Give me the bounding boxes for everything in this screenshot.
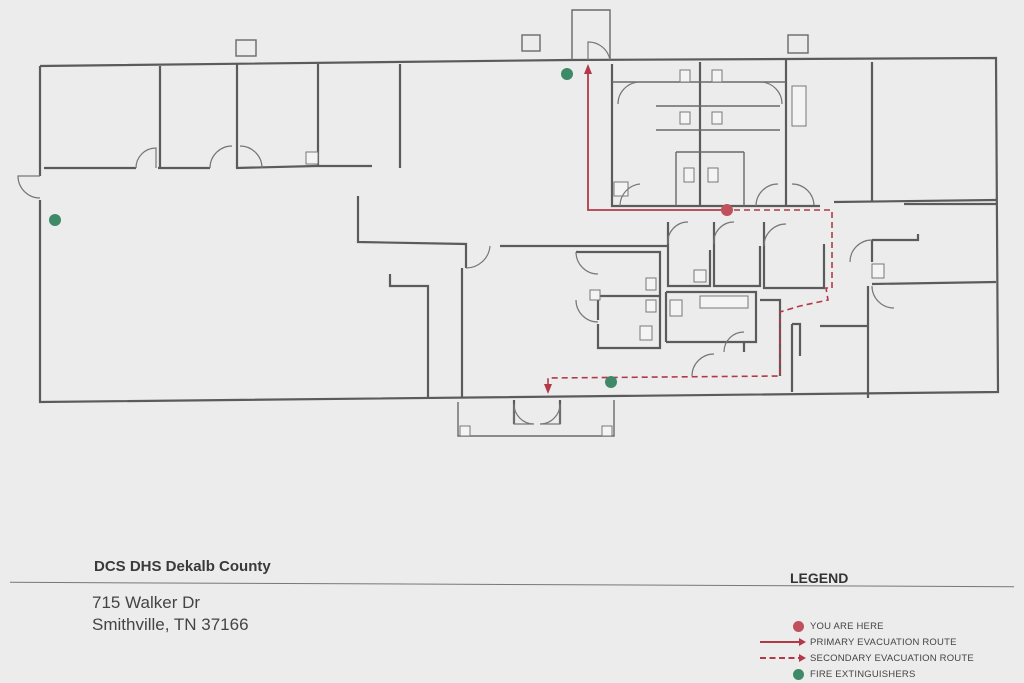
- west-door: [17, 175, 41, 199]
- top-left-offices: [44, 64, 402, 170]
- legend-item-you-are-here: YOU ARE HERE: [760, 618, 1020, 634]
- central-walls: [356, 196, 668, 398]
- outer-walls: [38, 56, 1000, 404]
- legend-label: SECONDARY EVACUATION ROUTE: [810, 652, 974, 664]
- central-restrooms: [575, 221, 826, 377]
- legend-label: PRIMARY EVACUATION ROUTE: [810, 636, 957, 648]
- fire-extinguisher-marker-north: [561, 68, 573, 80]
- fire-extinguisher-dot-icon: [793, 668, 804, 680]
- legend-item-fire-extinguishers: FIRE EXTINGUISHERS: [760, 666, 1020, 682]
- address-line-1: 715 Walker Dr: [92, 593, 201, 612]
- secondary-evacuation-route: [544, 209, 833, 394]
- primary-evacuation-route: [584, 64, 726, 211]
- legend-label: FIRE EXTINGUISHERS: [810, 668, 916, 680]
- legend: YOU ARE HERE PRIMARY EVACUATION ROUTE SE…: [760, 618, 1020, 682]
- fire-extinguisher-marker-south: [605, 376, 617, 388]
- south-entrance: [457, 400, 615, 437]
- east-offices: [786, 62, 997, 398]
- legend-label: YOU ARE HERE: [810, 620, 884, 632]
- dashed-arrow-icon: [760, 654, 806, 662]
- you-are-here-marker: [721, 204, 733, 216]
- facility-name: DCS DHS Dekalb County: [94, 558, 271, 575]
- fire-extinguisher-marker-west: [49, 214, 61, 226]
- legend-title: LEGEND: [790, 570, 849, 586]
- roof-vents: [235, 9, 809, 61]
- solid-arrow-icon: [760, 638, 806, 646]
- address-line-2: Smithville, TN 37166: [92, 615, 249, 634]
- restrooms-north: [610, 60, 815, 208]
- facility-address: 715 Walker Dr Smithville, TN 37166: [92, 592, 249, 636]
- legend-item-secondary-route: SECONDARY EVACUATION ROUTE: [760, 650, 1020, 666]
- you-are-here-dot-icon: [793, 620, 804, 632]
- legend-item-primary-route: PRIMARY EVACUATION ROUTE: [760, 634, 1020, 650]
